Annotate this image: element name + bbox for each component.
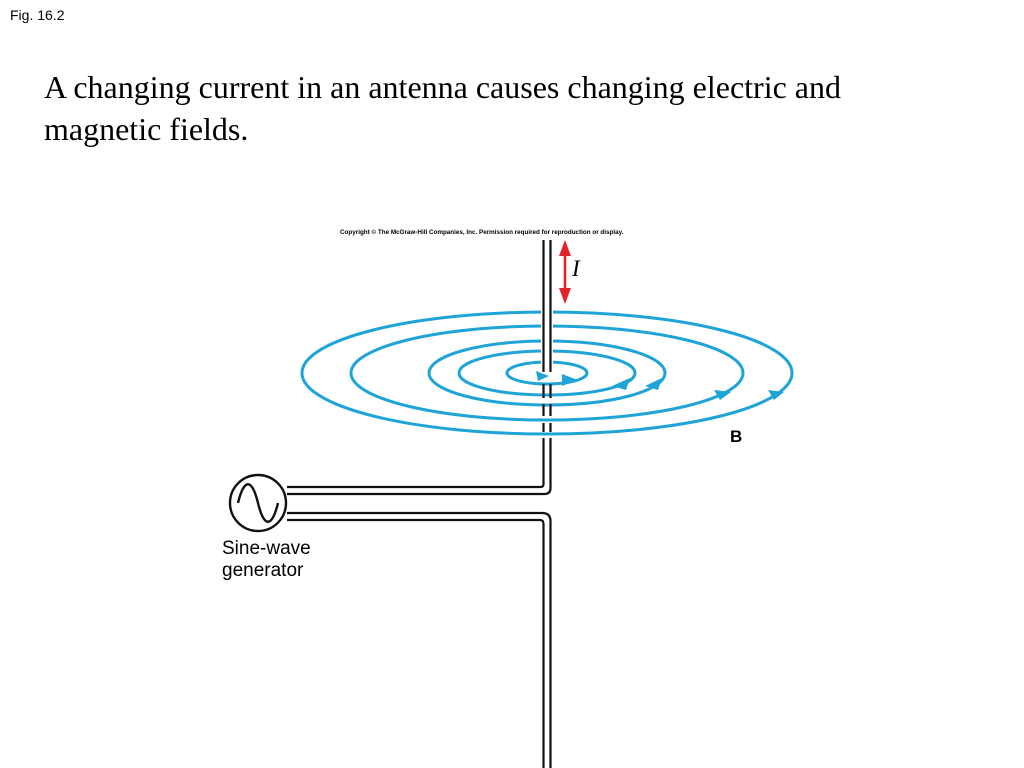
antenna xyxy=(541,240,553,432)
current-label: I xyxy=(572,256,580,281)
field-arrowhead xyxy=(612,378,630,390)
upper-feed-line xyxy=(287,438,552,496)
field-arrowhead xyxy=(768,390,784,400)
magnetic-field-label: B xyxy=(730,427,743,446)
generator-label: Sine-wave generator xyxy=(222,538,362,582)
copyright-notice: Copyright © The McGraw-Hill Companies, I… xyxy=(340,229,624,236)
current-direction-arrow xyxy=(559,240,571,304)
field-arrowhead xyxy=(536,371,549,381)
sine-wave-icon xyxy=(236,483,280,523)
field-arrowhead xyxy=(562,374,578,386)
field-arrowhead xyxy=(645,378,662,390)
slide-title: A changing current in an antenna causes … xyxy=(44,69,841,147)
lower-feed-line xyxy=(287,511,552,768)
field-arrowhead xyxy=(714,390,731,400)
sine-wave-generator xyxy=(228,473,288,533)
field-direction-arrows xyxy=(536,371,784,400)
generator-label-line: Sine-wave xyxy=(222,538,311,559)
generator-label-line: generator xyxy=(222,560,304,581)
figure-number: Fig. 16.2 xyxy=(10,7,65,23)
